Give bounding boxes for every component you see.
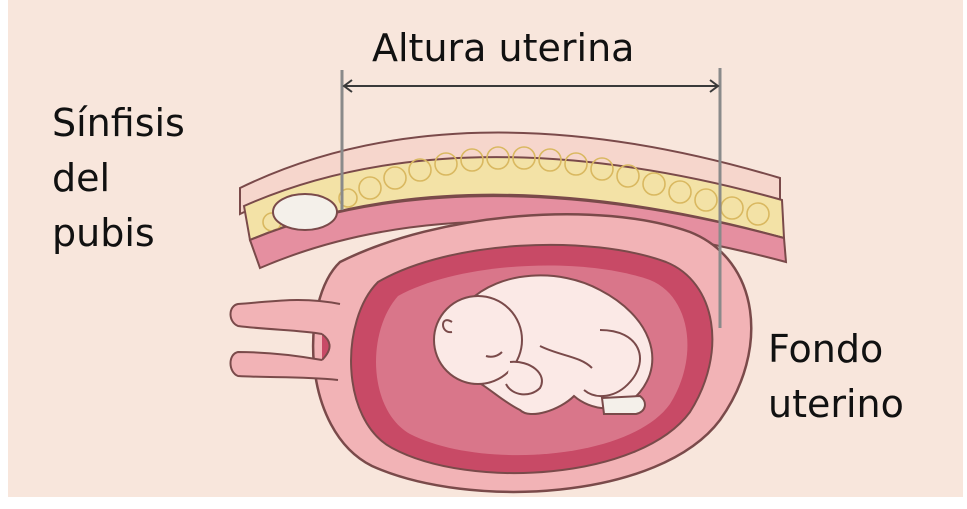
sinfisis-line2: del [52,151,185,206]
fetus-foot [602,396,645,414]
sinfisis-label: Sínfisis del pubis [52,96,185,261]
altura-uterina-label: Altura uterina [372,22,634,74]
sinfisis-line1: Sínfisis [52,96,185,151]
altura-uterina-text: Altura uterina [372,26,634,70]
sinfisis-line3: pubis [52,206,185,261]
pubic-symphysis-bone [273,194,337,230]
fondo-line2: uterino [768,377,904,432]
fondo-line1: Fondo [768,322,904,377]
fondo-uterino-label: Fondo uterino [768,322,904,432]
